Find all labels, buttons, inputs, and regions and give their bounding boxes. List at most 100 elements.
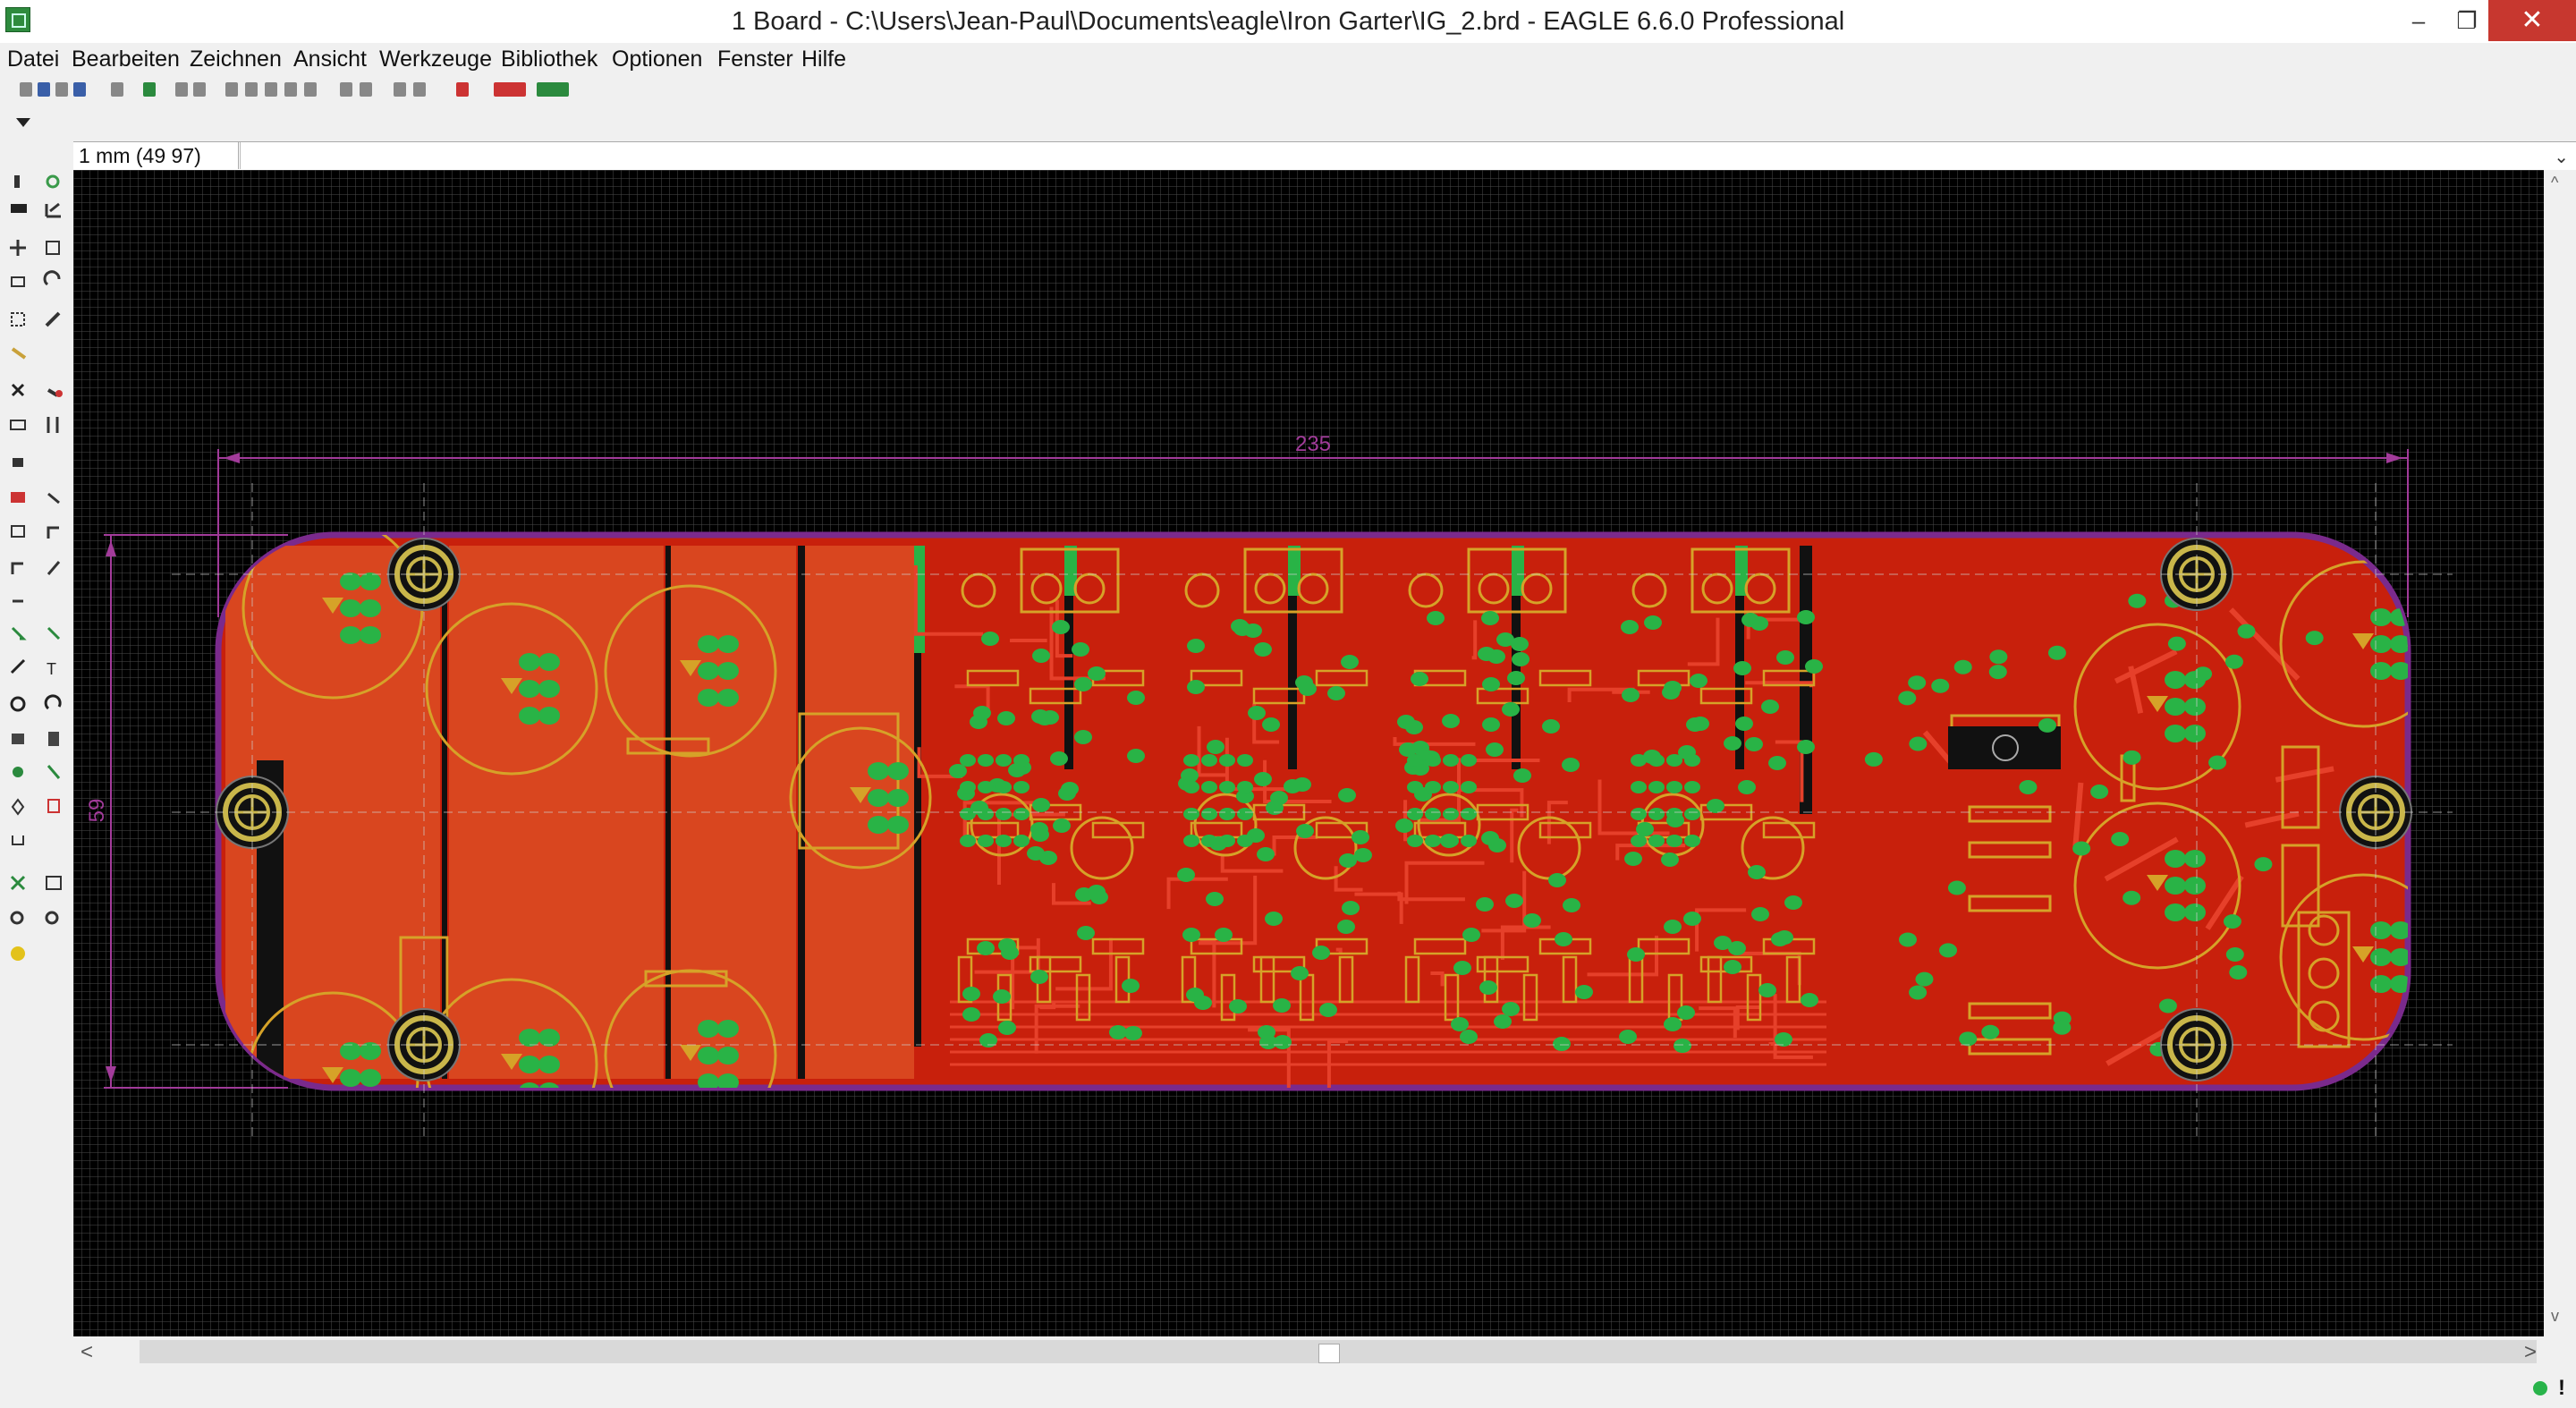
zoom-in-icon[interactable] (245, 82, 258, 97)
board-canvas[interactable]: 235 59 (73, 170, 2544, 1336)
open-icon[interactable] (20, 82, 32, 97)
menu-bearbeiten[interactable]: Bearbeiten (72, 47, 180, 72)
vertical-scrollbar[interactable]: ^ v (2544, 170, 2576, 1336)
help-icon[interactable] (456, 82, 469, 97)
arc-icon[interactable] (44, 694, 62, 710)
save-icon[interactable] (38, 82, 50, 97)
auto-icon[interactable] (46, 876, 62, 890)
pad (1684, 835, 1700, 847)
pad (2165, 877, 2186, 895)
wire-icon[interactable] (47, 561, 61, 575)
rotate-icon[interactable] (43, 270, 61, 286)
menu-fenster[interactable]: Fenster (717, 47, 793, 72)
hole-icon[interactable] (11, 798, 25, 816)
line-icon[interactable] (10, 658, 26, 674)
schematic-switch-icon[interactable] (175, 82, 188, 97)
zoom-fit-icon[interactable] (225, 82, 238, 97)
pcb-layout: 235 59 (85, 432, 2453, 1136)
delete-icon[interactable] (11, 383, 25, 397)
menu-werkzeuge[interactable]: Werkzeuge (379, 47, 492, 72)
chevron-down-icon[interactable] (16, 118, 30, 127)
change-icon[interactable] (45, 311, 61, 327)
cam-icon[interactable] (73, 82, 86, 97)
menu-optionen[interactable]: Optionen (612, 47, 703, 72)
horizontal-scrollbar[interactable]: < > (73, 1336, 2544, 1369)
info-icon[interactable] (14, 175, 20, 188)
auto-route-icon[interactable] (47, 626, 61, 640)
split-icon[interactable] (11, 492, 25, 503)
resistor (1252, 955, 1306, 973)
menu-hilfe[interactable]: Hilfe (801, 47, 847, 72)
pad (2184, 877, 2206, 895)
signal-icon[interactable] (11, 626, 27, 640)
small-capacitor (1193, 793, 1258, 857)
rect-icon[interactable] (12, 734, 24, 744)
optimize-icon[interactable] (47, 492, 60, 505)
zoom-redraw-icon[interactable] (284, 82, 297, 97)
mark-icon[interactable] (45, 202, 61, 218)
command-line-input[interactable] (240, 142, 2557, 169)
print-icon[interactable] (55, 82, 68, 97)
attribute-icon[interactable] (47, 799, 60, 813)
script-icon[interactable] (111, 82, 123, 97)
resistor-vertical (1444, 973, 1460, 1022)
dimension-icon[interactable] (12, 835, 24, 845)
pinswap-icon[interactable] (10, 420, 26, 430)
add-icon[interactable] (47, 388, 63, 397)
scroll-left-button[interactable]: < (80, 1340, 94, 1364)
go-icon[interactable] (413, 82, 426, 97)
ratsnest-icon[interactable] (10, 875, 26, 891)
replace-icon[interactable] (47, 417, 59, 433)
group-icon[interactable] (11, 312, 25, 327)
text-icon[interactable]: T (47, 660, 56, 678)
scroll-up-button[interactable]: ^ (2551, 174, 2559, 191)
scroll-thumb[interactable] (1318, 1344, 1340, 1363)
paste-icon[interactable] (11, 347, 27, 360)
board-switch-icon[interactable] (193, 82, 206, 97)
command-history-icon[interactable]: ⌄ (2554, 148, 2569, 167)
trace (917, 747, 963, 778)
move-icon[interactable] (10, 240, 26, 256)
scroll-down-button[interactable]: v (2551, 1307, 2559, 1325)
pad (698, 1047, 719, 1064)
pad (538, 1056, 560, 1073)
lock-icon[interactable] (13, 458, 23, 467)
capacitor-outline (789, 726, 932, 869)
ulp-icon[interactable] (143, 82, 156, 97)
signal-route-icon[interactable] (47, 765, 61, 779)
design-link-icon[interactable] (494, 82, 526, 97)
stop-icon[interactable] (394, 82, 406, 97)
route-icon[interactable] (11, 525, 25, 538)
pad (868, 789, 889, 807)
eagle-app-icon[interactable] (5, 7, 30, 32)
display-layers-icon[interactable] (11, 204, 27, 213)
pad (2165, 850, 2186, 868)
zoom-select-icon[interactable] (10, 911, 24, 925)
zoom-area-icon[interactable] (304, 82, 317, 97)
copy-icon[interactable] (46, 241, 60, 255)
redo-icon[interactable] (360, 82, 372, 97)
warning-icon[interactable]: ! (2558, 1376, 2565, 1400)
pad (1666, 754, 1682, 767)
minimize-button[interactable]: – (2411, 7, 2426, 34)
maximize-button[interactable]: ❐ (2456, 7, 2478, 34)
miter-icon[interactable] (11, 562, 23, 574)
menu-datei[interactable]: Datei (7, 47, 60, 72)
menu-ansicht[interactable]: Ansicht (293, 47, 367, 72)
ripup-icon[interactable] (47, 526, 59, 539)
polygon-icon[interactable] (48, 732, 59, 746)
scroll-right-button[interactable]: > (2523, 1340, 2537, 1364)
close-button[interactable]: ✕ (2488, 0, 2576, 41)
undo-icon[interactable] (340, 82, 352, 97)
via-icon[interactable] (13, 767, 23, 777)
zoom-locate-icon[interactable] (45, 911, 59, 925)
menu-zeichnen[interactable]: Zeichnen (190, 47, 282, 72)
erc-icon[interactable] (11, 946, 25, 961)
menu-bibliothek[interactable]: Bibliothek (501, 47, 598, 72)
zoom-out-icon[interactable] (265, 82, 277, 97)
terminal-screw (1254, 573, 1286, 605)
element14-icon[interactable] (537, 82, 569, 97)
mirror-icon[interactable] (11, 276, 25, 287)
circle-icon[interactable] (10, 696, 26, 712)
show-icon[interactable] (46, 174, 60, 189)
